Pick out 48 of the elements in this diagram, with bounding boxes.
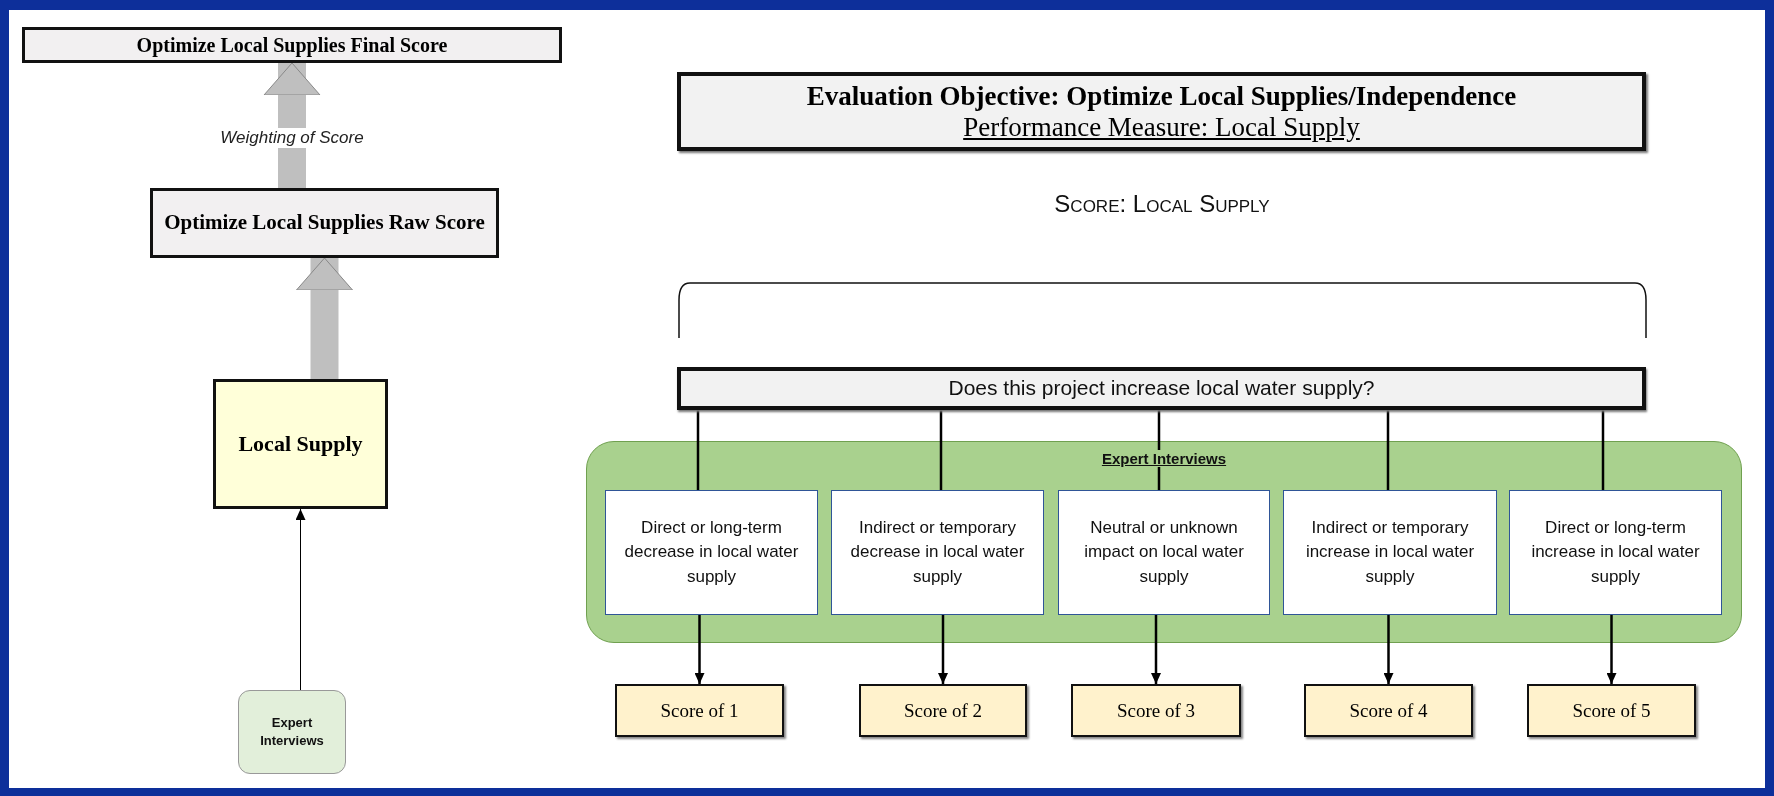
arrow bbox=[295, 508, 306, 691]
connector-line bbox=[1157, 410, 1161, 490]
box-text: Score of 1 bbox=[660, 699, 739, 722]
connector-line bbox=[1601, 410, 1605, 490]
performance-measure-text: Performance Measure: Local Supply bbox=[963, 111, 1360, 143]
arrow bbox=[1606, 615, 1617, 684]
arrow bbox=[1383, 615, 1394, 684]
score-box bbox=[1304, 684, 1473, 737]
outcome-box bbox=[1283, 490, 1497, 615]
box-text: Does this project increase local water supply? bbox=[948, 375, 1375, 402]
box-text: Direct or long-term increase in local water supply bbox=[1530, 516, 1701, 588]
box-text: Optimize Local Supplies Raw Score bbox=[164, 209, 485, 237]
score-box bbox=[859, 684, 1027, 737]
box-text: Local Supply bbox=[238, 429, 363, 458]
score-box bbox=[615, 684, 784, 737]
outcome-box bbox=[1058, 490, 1270, 615]
box-text: Score of 2 bbox=[903, 699, 983, 722]
arrow bbox=[1151, 615, 1161, 684]
score-heading: Score: Local Supply bbox=[1053, 190, 1271, 218]
box-text: Score of 4 bbox=[1349, 699, 1428, 722]
box-text: Optimize Local Supplies Final Score bbox=[136, 33, 448, 58]
objective-box bbox=[677, 72, 1646, 151]
score-box bbox=[22, 27, 562, 63]
measure-box bbox=[213, 379, 388, 509]
box-text: Indirect or temporary increase in local water supply bbox=[1304, 516, 1476, 588]
source-box bbox=[238, 690, 346, 774]
arrow bbox=[694, 615, 705, 684]
outcome-box bbox=[1509, 490, 1722, 615]
box-text: Indirect or temporary decrease in local water supply bbox=[849, 516, 1026, 588]
box-text: Score of 3 bbox=[1116, 699, 1196, 722]
outcome-box bbox=[605, 490, 818, 615]
score-box bbox=[1071, 684, 1241, 737]
outcome-box bbox=[831, 490, 1044, 615]
connector-line bbox=[1386, 410, 1390, 490]
box-text: Direct or long-term decrease in local water supply bbox=[623, 516, 800, 588]
box-text: Expert Interviews bbox=[259, 713, 325, 750]
score-box bbox=[1527, 684, 1696, 737]
arrow bbox=[938, 615, 948, 684]
objective-title: Evaluation Objective: Optimize Local Supplies/Independence bbox=[806, 80, 1517, 112]
block-arrow bbox=[263, 62, 321, 188]
connector-line bbox=[696, 410, 700, 490]
box-text: Score of 5 bbox=[1572, 699, 1651, 722]
question-box bbox=[677, 367, 1646, 410]
block-arrow bbox=[296, 257, 353, 379]
box-text: Neutral or unknown impact on local water supply bbox=[1083, 516, 1245, 588]
score-box bbox=[150, 188, 499, 258]
connector-line bbox=[939, 410, 943, 490]
group-panel bbox=[586, 441, 1742, 643]
